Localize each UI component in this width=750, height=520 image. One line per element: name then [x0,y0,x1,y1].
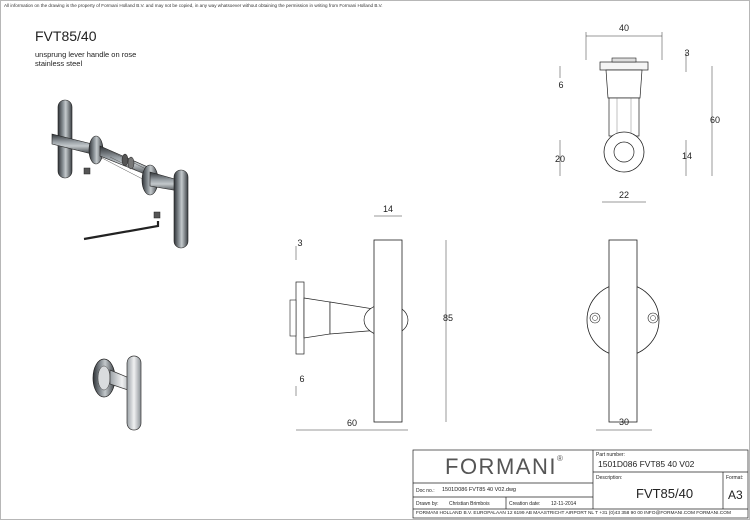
dim-side-3: 3 [297,238,302,248]
creation-date-value: 12-11-2014 [551,501,577,507]
dim-top-width: 40 [619,23,629,33]
part-number-label: Part number: [596,452,625,458]
description-label: Description: [596,475,623,481]
dim-side-60: 60 [347,418,357,428]
creation-date-label: Creation date: [509,501,541,507]
title-block-frame [412,449,749,519]
part-number-value: 1501D086 FVT85 40 V02 [598,459,695,469]
dim-side-85: 85 [443,313,453,323]
disclaimer-text: All information on the drawing is the pr… [4,3,383,8]
dim-top-height: 60 [710,115,720,125]
format-value: A3 [728,488,743,502]
drawn-by-label: Drawn by: [416,501,439,507]
description-value: FVT85/40 [636,486,694,501]
product-title: FVT85/40 [35,28,97,44]
front-view [586,239,660,423]
dim-top-bottom-22: 22 [619,190,629,200]
dim-top-left-20: 20 [555,154,565,164]
drawn-by-value: Christian Brimbois [449,501,490,507]
exploded-assembly-view [51,99,189,249]
format-label: Format: [726,475,744,481]
isometric-view [92,355,142,431]
top-view [599,57,649,173]
top-view-dimension-lines [559,32,713,203]
dim-top-right-14: 14 [682,151,692,161]
dim-side-14: 14 [383,204,393,214]
doc-no-value: 1501D086 FVT85 40 V02.dwg [442,487,516,493]
dim-top-left-6: 6 [558,80,563,90]
dim-side-6: 6 [299,374,304,384]
side-view-dimension-lines [295,215,447,431]
brand-logo: FORMANI® [445,454,565,479]
side-view [289,239,409,423]
doc-no-label: Doc no.: [416,488,435,494]
company-footer: FORMANI HOLLAND B.V. EUROPALAAN 12 6199 … [416,511,731,516]
dim-front-30: 30 [619,417,629,427]
description-line-1: unsprung lever handle on rose [35,50,137,59]
description-line-2: stainless steel [35,59,83,68]
dim-top-rose-thickness: 3 [684,48,689,58]
